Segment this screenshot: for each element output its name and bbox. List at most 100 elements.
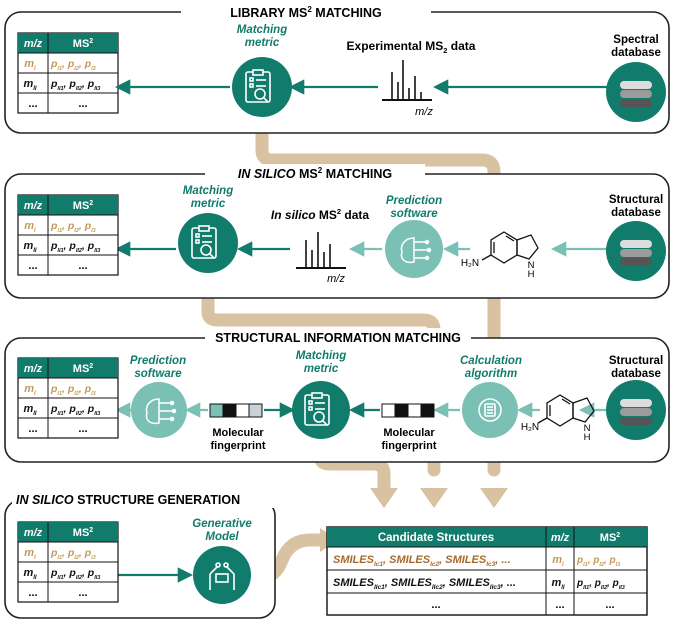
database-icon bbox=[620, 81, 652, 107]
table-row1-mz: mI bbox=[24, 58, 36, 72]
nh-label-2-n: N bbox=[528, 260, 535, 271]
matching-metric-icon-3 bbox=[292, 381, 350, 439]
nh-label-3-n: N bbox=[584, 423, 591, 434]
brain-circuit-icon bbox=[400, 237, 432, 264]
candidate-structures-table: Candidate Structures m/z MS2 SMILESIc1, … bbox=[326, 526, 648, 616]
table-header-ms2: MS2 bbox=[73, 38, 94, 50]
axis-label-2: m/z bbox=[327, 273, 345, 285]
panel1-title: LIBRARY MS2 MATCHING bbox=[230, 5, 381, 20]
table-header-mz: m/z bbox=[24, 38, 43, 50]
spectrum-icon-1 bbox=[382, 60, 432, 101]
mz-ms2-table: m/z MS2 mI pI1, pI2, pI3 mII pII1, pII2,… bbox=[17, 32, 119, 114]
table-row2-mz: mII bbox=[23, 403, 36, 417]
candidate-row2-ms2: pII1, pII2, pII3 bbox=[576, 578, 625, 591]
table-header-mz: m/z bbox=[24, 527, 43, 539]
amine-label-3: H₂N bbox=[521, 422, 539, 433]
table-row3-dots-mz: ... bbox=[28, 423, 37, 435]
table-row1-mz: mI bbox=[24, 383, 36, 397]
arrowhead-3 bbox=[480, 488, 508, 508]
arrowhead-1 bbox=[370, 488, 398, 508]
generative-model-icon bbox=[193, 546, 251, 604]
table-row3-dots-ms2: ... bbox=[78, 98, 87, 110]
table-row1-ms2: pI1, pI2, pI3 bbox=[50, 383, 96, 397]
table-row2-mz: mII bbox=[23, 240, 36, 254]
table-header-ms2: MS2 bbox=[73, 527, 94, 539]
panel4-title: IN SILICO STRUCTURE GENERATION bbox=[16, 493, 240, 507]
table-header-ms2: MS2 bbox=[73, 363, 94, 375]
axis-label-1: m/z bbox=[415, 106, 433, 118]
mz-ms2-table: m/z MS2 mI pI1, pI2, pI3 mII pII1, pII2,… bbox=[17, 194, 119, 276]
table-row1-ms2: pI1, pI2, pI3 bbox=[50, 547, 96, 561]
clipboard-search-icon bbox=[245, 69, 271, 103]
table-row2-ms2: pII1, pII2, pII3 bbox=[50, 567, 100, 581]
table-row2-mz: mII bbox=[23, 78, 36, 92]
fingerprint-bar-left bbox=[209, 403, 263, 418]
candidates-header-ms2: MS2 bbox=[600, 532, 621, 544]
table-row2-ms2: pII1, pII2, pII3 bbox=[50, 403, 100, 417]
candidate-row1: SMILESIc1, SMILESIc2, SMILESIc3, ... bbox=[333, 554, 511, 568]
candidate-row1-ms2: pI1, pI2, pI3 bbox=[576, 555, 620, 568]
nh-label-3-h: H bbox=[584, 432, 591, 443]
panel2-title: IN SILICO MS2 MATCHING bbox=[238, 166, 392, 181]
table-row3-dots-mz: ... bbox=[28, 587, 37, 599]
brain-circuit-icon bbox=[145, 398, 177, 425]
table-header-ms2: MS2 bbox=[73, 200, 94, 212]
arrowhead-2 bbox=[420, 488, 448, 508]
panel3-title: STRUCTURAL INFORMATION MATCHING bbox=[215, 331, 461, 345]
table-row2-ms2: pII1, pII2, pII3 bbox=[50, 78, 100, 92]
gear-calculator-icon bbox=[478, 398, 502, 422]
table-row2-ms2: pII1, pII2, pII3 bbox=[50, 240, 100, 254]
panel-in-silico-ms2: IN SILICO MS2 MATCHING bbox=[4, 164, 670, 299]
table-row3-dots-mz: ... bbox=[28, 260, 37, 272]
matching-metric-icon-1 bbox=[232, 57, 292, 117]
table-row1-mz: mI bbox=[24, 220, 36, 234]
nh-label-2-h: H bbox=[528, 269, 535, 280]
matching-metric-icon-2 bbox=[178, 213, 238, 273]
exp-label: Experimental MS2 data bbox=[347, 39, 476, 55]
candidate-row3-ms2-dots: ... bbox=[605, 599, 614, 611]
table-row3-dots-mz: ... bbox=[28, 98, 37, 110]
amine-label-2: H₂N bbox=[461, 258, 479, 269]
database-icon bbox=[620, 240, 652, 266]
mz-ms2-table: m/z MS2 mI pI1, pI2, pI3 mII pII1, pII2,… bbox=[17, 357, 119, 439]
connector-panel1-to-bottom bbox=[255, 105, 501, 477]
insilico-label: In silico MS2 data bbox=[271, 207, 370, 222]
table-row3-dots-ms2: ... bbox=[78, 587, 87, 599]
candidate-row3-mz-dots: ... bbox=[555, 599, 564, 611]
fingerprint-bar-right bbox=[381, 403, 435, 418]
table-header-mz: m/z bbox=[24, 363, 43, 375]
molecule-structure-icon-3 bbox=[537, 394, 595, 427]
molecule-structure-icon-2 bbox=[481, 231, 539, 264]
panel-library-ms2: LIBRARY MS2 MATCHING bbox=[4, 3, 670, 134]
table-header-mz: m/z bbox=[24, 200, 43, 212]
candidate-row3-dots: ... bbox=[431, 599, 440, 611]
table-row2-mz: mII bbox=[23, 567, 36, 581]
table-row1-mz: mI bbox=[24, 547, 36, 561]
table-row3-dots-ms2: ... bbox=[78, 423, 87, 435]
mz-ms2-table: m/z MS2 mI pI1, pI2, pI3 mII pII1, pII2,… bbox=[17, 521, 119, 603]
connector-panel2-metric bbox=[201, 261, 441, 477]
candidate-row1-mz: mI bbox=[552, 554, 564, 568]
candidates-header-mz: m/z bbox=[551, 532, 570, 544]
candidate-row2-mz: mII bbox=[551, 577, 564, 591]
spectrum-icon-2 bbox=[296, 232, 346, 269]
clipboard-search-icon bbox=[304, 392, 330, 426]
clipboard-search-icon bbox=[191, 225, 217, 259]
flow-arrowheads bbox=[320, 488, 508, 552]
table-row3-dots-ms2: ... bbox=[78, 260, 87, 272]
